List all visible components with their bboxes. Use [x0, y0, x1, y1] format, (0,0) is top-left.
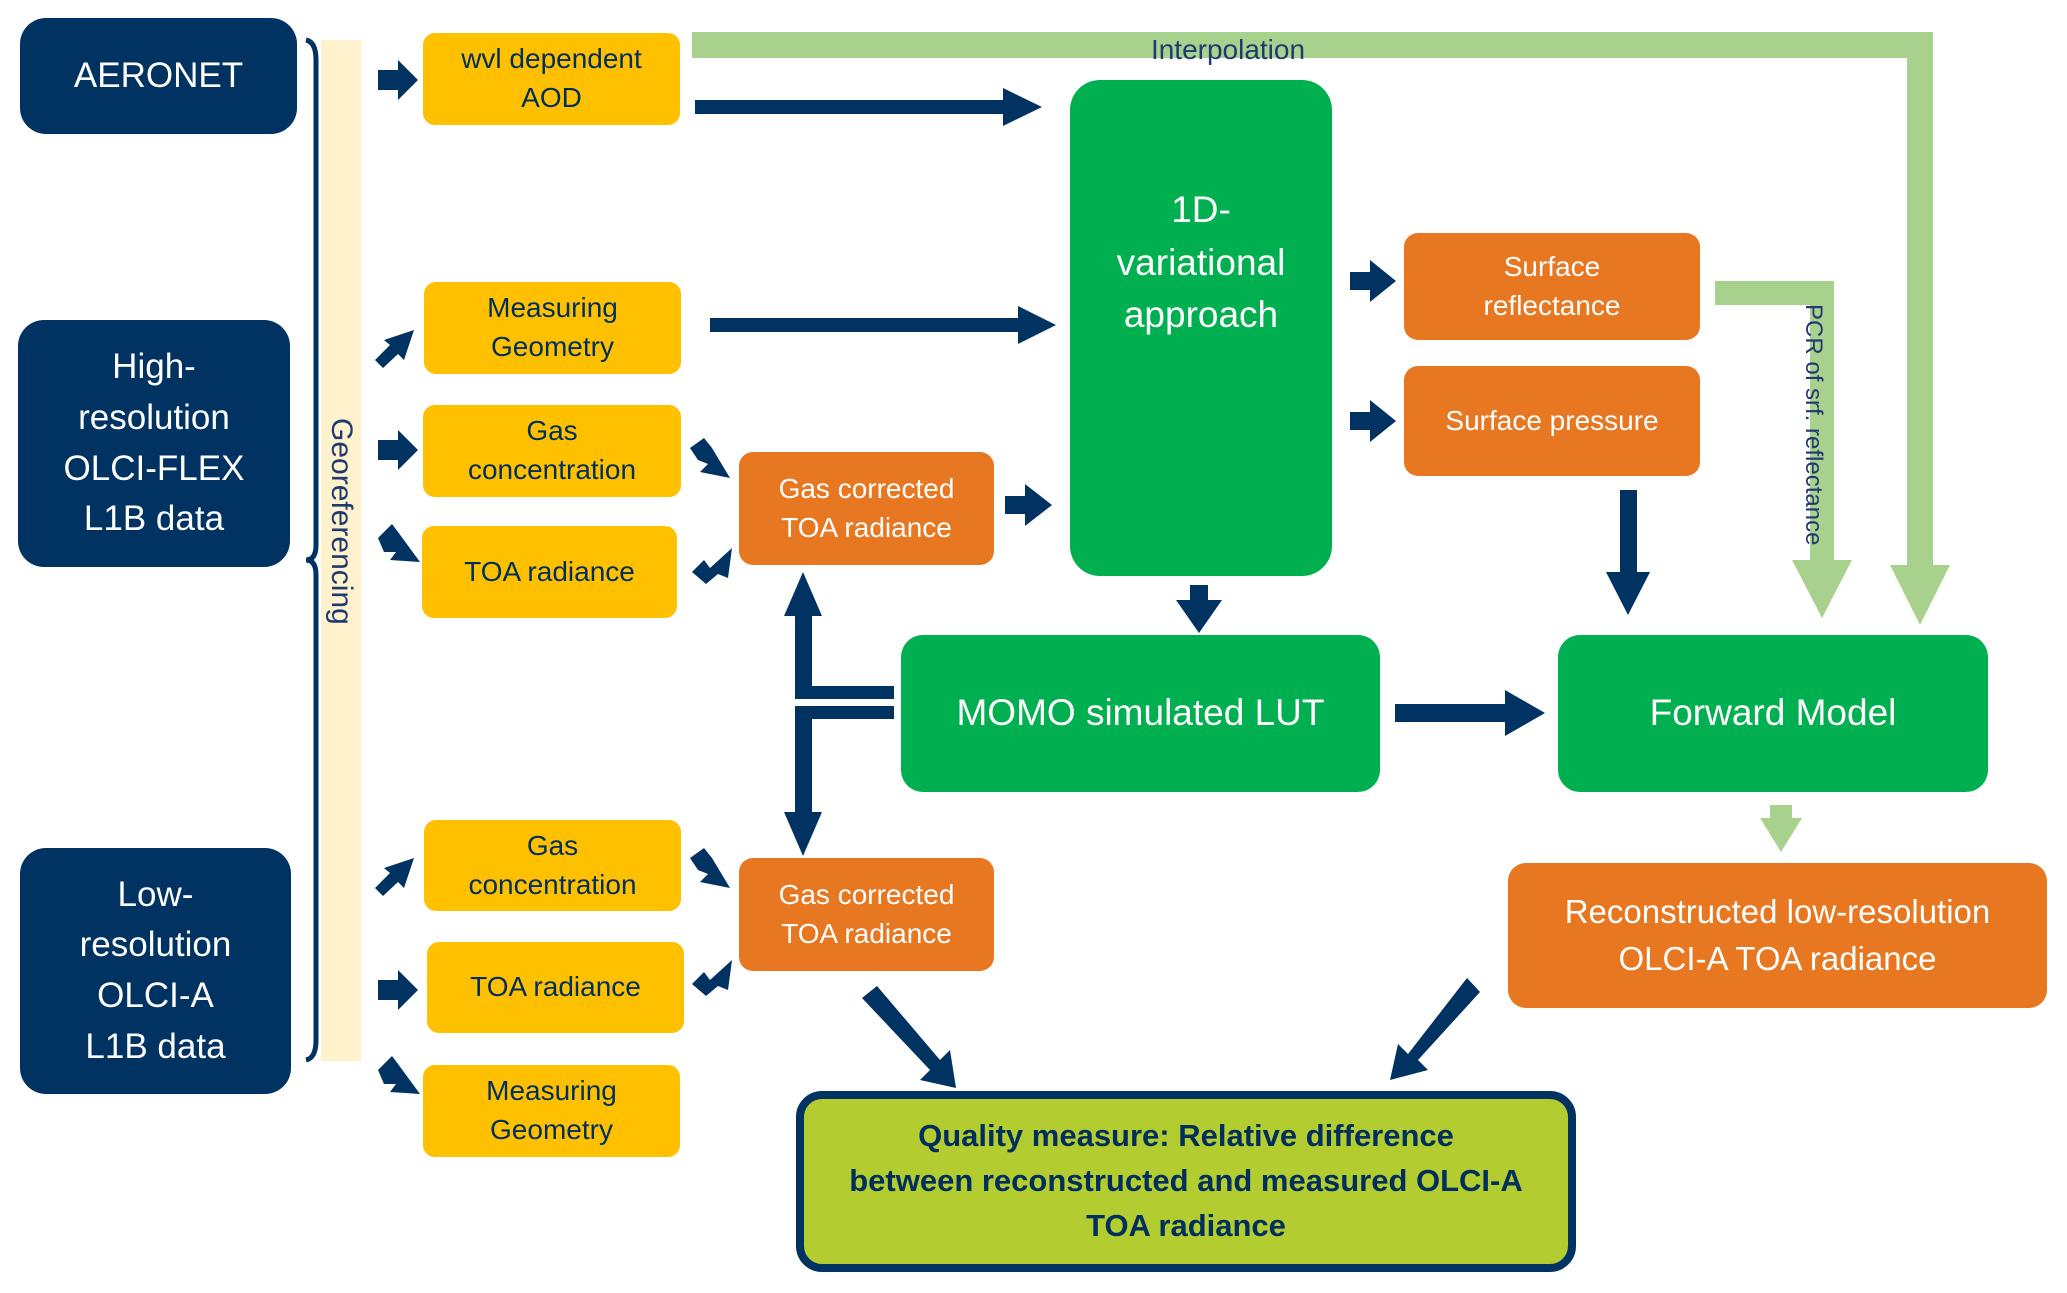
arrow-geometry-to-variational: [710, 306, 1056, 344]
arrow-to-measuring-geometry-top: [375, 330, 414, 368]
arrow-toa-to-gas-corrected-bottom: [692, 960, 732, 996]
interpolation-label: Interpolation: [1151, 34, 1305, 65]
pcr-label: PCR of srf. reflectance: [1800, 304, 1827, 545]
arrow-toa-to-gas-corrected-top: [692, 548, 732, 584]
surface-reflectance-box: Surface reflectance: [1404, 233, 1700, 340]
momo-branch-lower-stub: [812, 706, 894, 719]
gas-concentration-top-box: Gas concentration: [423, 405, 681, 497]
interpolation-arrow: [692, 32, 1933, 575]
arrow-gas-corrected-to-variational: [1005, 484, 1052, 526]
gas-corrected-bottom-box: Gas corrected TOA radiance: [739, 858, 994, 971]
arrow-to-surface-reflectance: [1350, 260, 1396, 302]
arrow-to-gas-concentration-bottom: [375, 858, 414, 896]
low-resolution-olci-a-box: Low- resolution OLCI-A L1B data: [20, 848, 291, 1094]
toa-radiance-bottom-box: TOA radiance: [427, 942, 684, 1033]
momo-branch-upper-stub: [812, 686, 894, 699]
arrow-to-measuring-geometry-bottom: [378, 1056, 420, 1094]
arrow-reconstructed-to-quality: [1390, 978, 1480, 1080]
reconstructed-radiance-box: Reconstructed low-resolution OLCI-A TOA …: [1508, 863, 2047, 1008]
source-bracket: [305, 37, 319, 1063]
surface-pressure-box: Surface pressure: [1404, 366, 1700, 476]
arrow-to-toa-radiance-top: [378, 524, 420, 562]
arrow-to-toa-radiance-bottom: [378, 970, 418, 1010]
measuring-geometry-top-box: Measuring Geometry: [424, 282, 681, 374]
forward-to-reconstructed-arrowhead: [1760, 818, 1802, 852]
gas-concentration-bottom-box: Gas concentration: [424, 820, 681, 911]
toa-radiance-top-box: TOA radiance: [422, 526, 677, 618]
gas-corrected-top-box: Gas corrected TOA radiance: [739, 452, 994, 565]
pcr-arrowhead: [1792, 560, 1852, 618]
arrow-to-aod: [378, 60, 418, 100]
pcr-arrow: [1715, 281, 1834, 570]
branch-up-shaft: [795, 612, 812, 699]
forward-model-box: Forward Model: [1558, 635, 1988, 792]
arrow-gas-to-gas-corrected-top: [690, 438, 730, 478]
interpolation-arrowhead: [1890, 565, 1950, 625]
branch-down-arrowhead: [784, 812, 822, 856]
arrow-momo-to-forward: [1395, 690, 1545, 736]
arrow-aod-to-variational: [695, 88, 1042, 126]
aeronet-box: AERONET: [20, 18, 297, 134]
arrow-variational-to-momo: [1176, 585, 1222, 633]
forward-to-reconstructed-shaft: [1770, 805, 1792, 821]
quality-measure-box: Quality measure: Relative difference bet…: [796, 1091, 1576, 1272]
variational-approach-box: 1D- variational approach: [1070, 80, 1332, 576]
aod-box: wvl dependent AOD: [423, 33, 680, 125]
arrow-pressure-to-forward: [1606, 490, 1650, 615]
arrow-gas-corrected-to-quality: [862, 986, 956, 1088]
branch-down-shaft: [795, 706, 812, 816]
high-resolution-olci-flex-box: High- resolution OLCI-FLEX L1B data: [18, 320, 290, 567]
momo-lut-box: MOMO simulated LUT: [901, 635, 1380, 792]
arrow-gas-to-gas-corrected-bottom: [690, 848, 730, 888]
measuring-geometry-bottom-box: Measuring Geometry: [423, 1065, 680, 1157]
branch-up-arrowhead: [784, 572, 822, 616]
arrow-to-gas-concentration-top: [378, 430, 418, 470]
arrow-to-surface-pressure: [1350, 400, 1396, 442]
georeferencing-bar: [321, 40, 361, 1061]
